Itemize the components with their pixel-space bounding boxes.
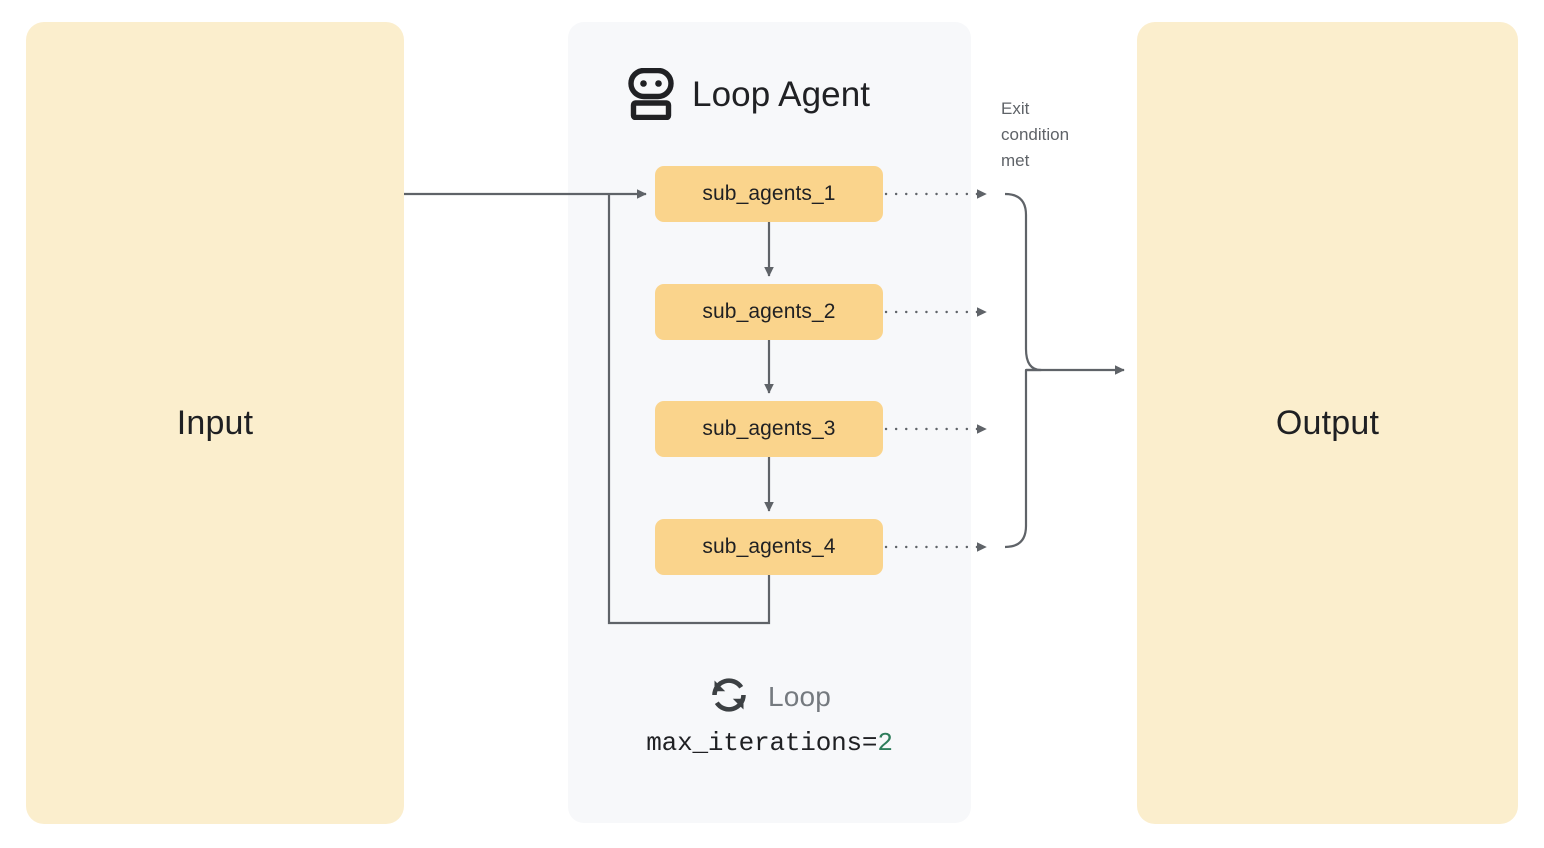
loop-max-iterations-value: 2 (877, 728, 893, 758)
sub-agent-label: sub_agents_1 (702, 182, 836, 205)
loop-footer: Loop (568, 672, 971, 722)
sub-agent-label: sub_agents_3 (702, 417, 836, 440)
loop-sync-icon (708, 674, 750, 721)
loop-agent-title: Loop Agent (628, 66, 870, 122)
output-label: Output (1275, 403, 1380, 442)
loop-max-iterations-key: max_iterations= (646, 728, 878, 758)
exit-condition-caption: Exit condition met (1001, 99, 1070, 170)
sub-agent-box-2[interactable]: sub_agents_2 (655, 284, 883, 340)
output-panel: Output (1137, 22, 1518, 824)
input-panel: Input (26, 22, 404, 824)
loop-footer-label: Loop (767, 681, 832, 712)
sub-agent-box-1[interactable]: sub_agents_1 (655, 166, 883, 222)
wire-exit-collector (1004, 192, 1043, 549)
loop-max-iterations: max_iterations=2 (568, 728, 971, 758)
sub-agent-label: sub_agents_4 (702, 535, 836, 558)
sub-agent-label: sub_agents_2 (702, 300, 836, 323)
loop-agent-title-text: Loop Agent (692, 74, 871, 114)
input-label: Input (176, 403, 254, 442)
sub-agent-box-4[interactable]: sub_agents_4 (655, 519, 883, 575)
robot-icon (628, 68, 674, 120)
sub-agent-box-3[interactable]: sub_agents_3 (655, 401, 883, 457)
